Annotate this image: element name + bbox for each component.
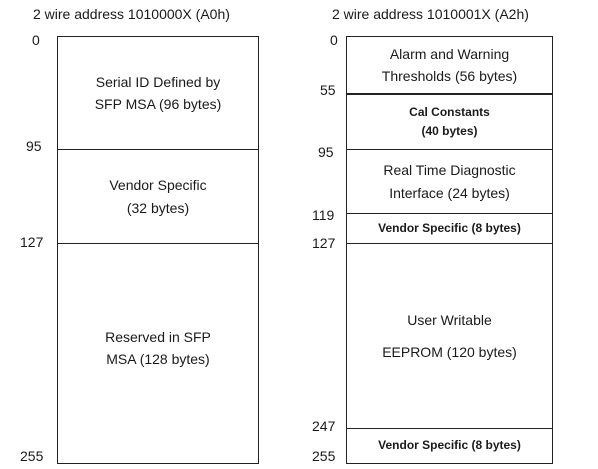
left-map-title: 2 wire address 1010000X (A0h) <box>33 6 230 22</box>
right-segment-vendor-specific-8: Vendor Specific (8 bytes) <box>378 220 521 235</box>
right-segment-cal-constants: Cal Constants(40 bytes) <box>409 104 490 138</box>
right-divider-127 <box>347 243 552 244</box>
right-divider-247 <box>347 428 552 429</box>
left-address-95: 95 <box>26 138 42 154</box>
left-address-127: 127 <box>20 234 44 250</box>
left-divider-95 <box>58 149 258 150</box>
right-address-55: 55 <box>320 82 336 98</box>
left-divider-127 <box>58 243 258 244</box>
right-map-title: 2 wire address 1010001X (A2h) <box>332 6 529 22</box>
right-divider-55 <box>347 93 552 95</box>
left-address-0: 0 <box>32 32 40 48</box>
right-address-255: 255 <box>312 448 336 464</box>
right-address-95: 95 <box>318 144 334 160</box>
left-segment-vendor-specific: Vendor Specific(32 bytes) <box>109 177 207 216</box>
right-divider-119 <box>347 213 552 214</box>
left-address-255: 255 <box>20 448 44 464</box>
right-address-0: 0 <box>330 32 338 48</box>
right-segment-vendor-specific-8-end: Vendor Specific (8 bytes) <box>378 438 521 453</box>
right-divider-95 <box>347 149 552 150</box>
right-address-247: 247 <box>312 418 336 434</box>
right-address-119: 119 <box>312 207 335 223</box>
right-address-127: 127 <box>312 235 336 251</box>
